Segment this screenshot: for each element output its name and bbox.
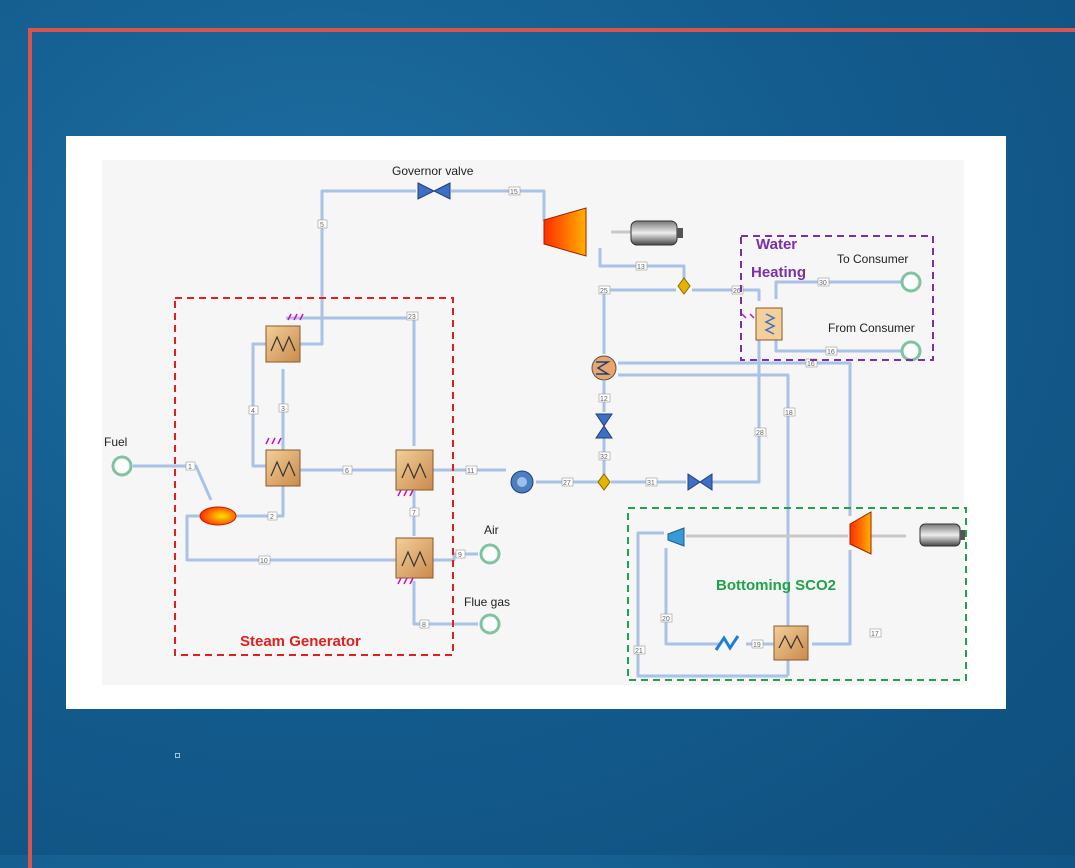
mixer-icon bbox=[597, 473, 611, 491]
pipe-20 bbox=[664, 548, 721, 646]
air-source-icon bbox=[479, 543, 501, 565]
svg-text:6: 6 bbox=[345, 468, 349, 475]
slide-frame bbox=[28, 28, 1075, 868]
water-heating-box bbox=[740, 235, 934, 361]
pipe-18 bbox=[618, 373, 790, 676]
flue-gas-sink-icon bbox=[479, 613, 501, 635]
pipe-15 bbox=[451, 189, 546, 221]
svg-text:26: 26 bbox=[733, 288, 741, 295]
pipe-16 bbox=[618, 361, 852, 516]
steam-turbine-icon bbox=[543, 207, 587, 257]
flue-gas-label: Flue gas bbox=[464, 595, 510, 609]
svg-text:1: 1 bbox=[188, 464, 192, 471]
svg-text:18: 18 bbox=[785, 410, 793, 417]
sco2-cooler-icon bbox=[714, 635, 740, 651]
svg-text:3: 3 bbox=[281, 406, 285, 413]
bottoming-sco2-box bbox=[627, 507, 967, 681]
from-consumer-source-icon bbox=[900, 340, 922, 362]
svg-text:31: 31 bbox=[647, 480, 655, 487]
pump-icon bbox=[510, 470, 534, 494]
svg-text:16: 16 bbox=[807, 361, 815, 368]
heating-title: Heating bbox=[751, 264, 806, 281]
svg-text:2: 2 bbox=[270, 514, 274, 521]
pipe-17 bbox=[812, 550, 852, 646]
steam-generator-box bbox=[174, 297, 454, 656]
pipe-9 bbox=[432, 552, 478, 562]
condenser-icon bbox=[591, 355, 617, 381]
svg-text:10: 10 bbox=[260, 558, 268, 565]
svg-text:21: 21 bbox=[635, 648, 643, 655]
fuel-label: Fuel bbox=[104, 435, 127, 449]
sco2-turbine-icon bbox=[849, 511, 872, 555]
svg-text:12: 12 bbox=[600, 396, 608, 403]
svg-text:15: 15 bbox=[510, 189, 518, 196]
svg-text:7: 7 bbox=[412, 510, 416, 517]
process-flow-diagram: 1 2 3 4 5 6 7 8 9 10 11 12 13 15 16 17 1… bbox=[102, 160, 967, 685]
pipe-10 bbox=[185, 514, 396, 562]
svg-text:8: 8 bbox=[422, 622, 426, 629]
water-heater-icon bbox=[741, 307, 783, 341]
pipe-28 bbox=[711, 318, 761, 484]
valve-vertical-icon bbox=[595, 413, 613, 439]
burner-icon bbox=[199, 506, 237, 526]
svg-text:17: 17 bbox=[871, 631, 879, 638]
water-title: Water bbox=[756, 236, 797, 253]
svg-text:11: 11 bbox=[467, 468, 474, 475]
bottoming-sco2-title: Bottoming SCO2 bbox=[716, 577, 836, 594]
svg-text:23: 23 bbox=[408, 314, 416, 321]
svg-text:27: 27 bbox=[563, 480, 571, 487]
svg-text:28: 28 bbox=[756, 430, 764, 437]
svg-text:13: 13 bbox=[637, 264, 645, 271]
pipe-fuel bbox=[133, 464, 213, 501]
svg-text:4: 4 bbox=[251, 408, 255, 415]
governor-valve-icon bbox=[417, 182, 451, 200]
to-consumer-sink-icon bbox=[900, 271, 922, 293]
recuperator-icon bbox=[773, 625, 809, 661]
pipe-30 bbox=[774, 280, 901, 299]
pipe-8 bbox=[412, 581, 478, 626]
air-label: Air bbox=[484, 523, 499, 537]
svg-text:20: 20 bbox=[662, 616, 670, 623]
svg-text:30: 30 bbox=[819, 280, 827, 287]
diagram-card: 1 2 3 4 5 6 7 8 9 10 11 12 13 15 16 17 1… bbox=[66, 136, 1006, 709]
svg-text:25: 25 bbox=[600, 288, 608, 295]
svg-text:19: 19 bbox=[753, 642, 761, 649]
fuel-source-icon bbox=[111, 455, 133, 477]
generator-2-icon bbox=[919, 523, 965, 547]
governor-valve-label: Governor valve bbox=[392, 164, 474, 178]
drawing-area bbox=[102, 160, 964, 685]
to-consumer-label: To Consumer bbox=[837, 252, 908, 266]
splitter-icon bbox=[677, 277, 691, 295]
svg-text:5: 5 bbox=[320, 222, 324, 229]
generator-icon bbox=[630, 220, 683, 246]
pipe-26a bbox=[692, 288, 761, 301]
valve-horizontal-icon bbox=[687, 473, 713, 491]
pipe-2 bbox=[234, 486, 285, 518]
pipes bbox=[133, 189, 901, 678]
pipe-21 bbox=[636, 531, 788, 678]
pipe-5 bbox=[298, 189, 416, 346]
stream-tags: 1 2 3 4 5 6 7 8 9 10 11 12 13 15 16 17 1… bbox=[185, 186, 882, 655]
svg-text:32: 32 bbox=[600, 454, 608, 461]
from-consumer-label: From Consumer bbox=[828, 321, 915, 335]
hx-economizer bbox=[395, 449, 434, 497]
steam-generator-title: Steam Generator bbox=[240, 633, 361, 650]
sco2-compressor-icon bbox=[667, 527, 685, 547]
hx-superheater bbox=[265, 313, 304, 363]
svg-text:16: 16 bbox=[827, 349, 835, 356]
hx-air-preheater bbox=[395, 537, 434, 585]
bullet-mark bbox=[175, 753, 180, 758]
hx-evaporator bbox=[265, 437, 301, 487]
svg-text:9: 9 bbox=[458, 552, 462, 559]
pipe-4 bbox=[251, 342, 270, 468]
